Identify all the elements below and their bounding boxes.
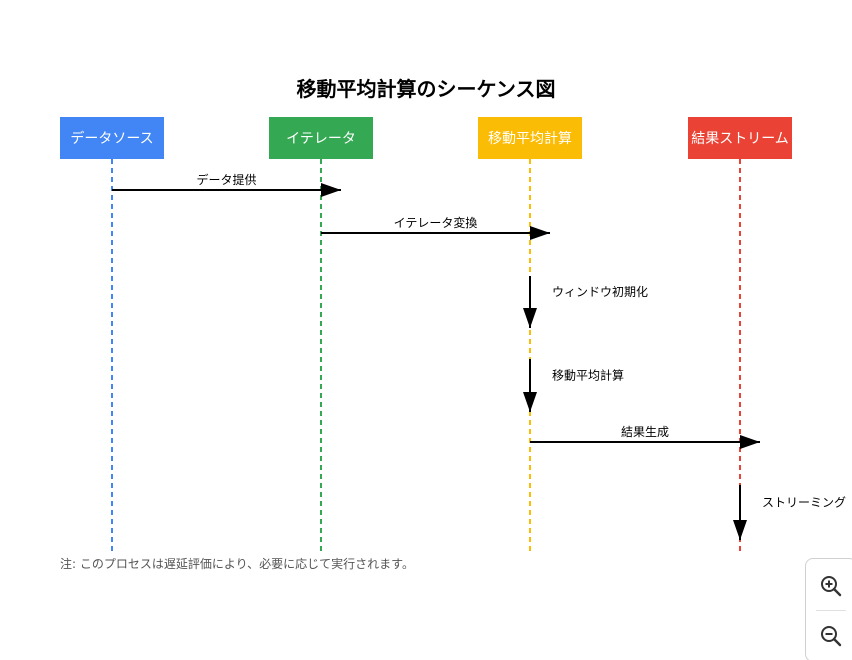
- participant-label-source: データソース: [70, 130, 153, 147]
- zoom-in-button[interactable]: [806, 561, 852, 611]
- message-label-2: イテレータ変換: [394, 215, 478, 230]
- participant-label-stream: 結果ストリーム: [691, 131, 789, 147]
- zoom-divider: [816, 610, 846, 611]
- message-label-6: ストリーミング: [762, 496, 846, 510]
- message-label-1: データ提供: [196, 172, 256, 187]
- participant-label-iterator: イテレータ: [286, 131, 356, 147]
- diagram-title: 移動平均計算のシーケンス図: [297, 77, 556, 101]
- participant-box-stream: [688, 117, 792, 159]
- zoom-in-icon: [821, 576, 842, 597]
- zoom-out-button[interactable]: [806, 611, 852, 660]
- zoom-out-icon: [821, 626, 842, 647]
- zoom-controls: [805, 558, 852, 660]
- participant-box-iterator: [269, 117, 373, 159]
- message-label-4: 移動平均計算: [552, 368, 624, 383]
- process-note: 注: このプロセスは遅延評価により、必要に応じて実行されます。: [60, 556, 414, 571]
- participant-box-source: [60, 117, 164, 159]
- participant-box-mavg: [478, 117, 582, 159]
- message-label-5: 結果生成: [621, 425, 669, 439]
- message-label-3: ウィンドウ初期化: [552, 285, 648, 299]
- participant-label-mavg: 移動平均計算: [488, 131, 572, 147]
